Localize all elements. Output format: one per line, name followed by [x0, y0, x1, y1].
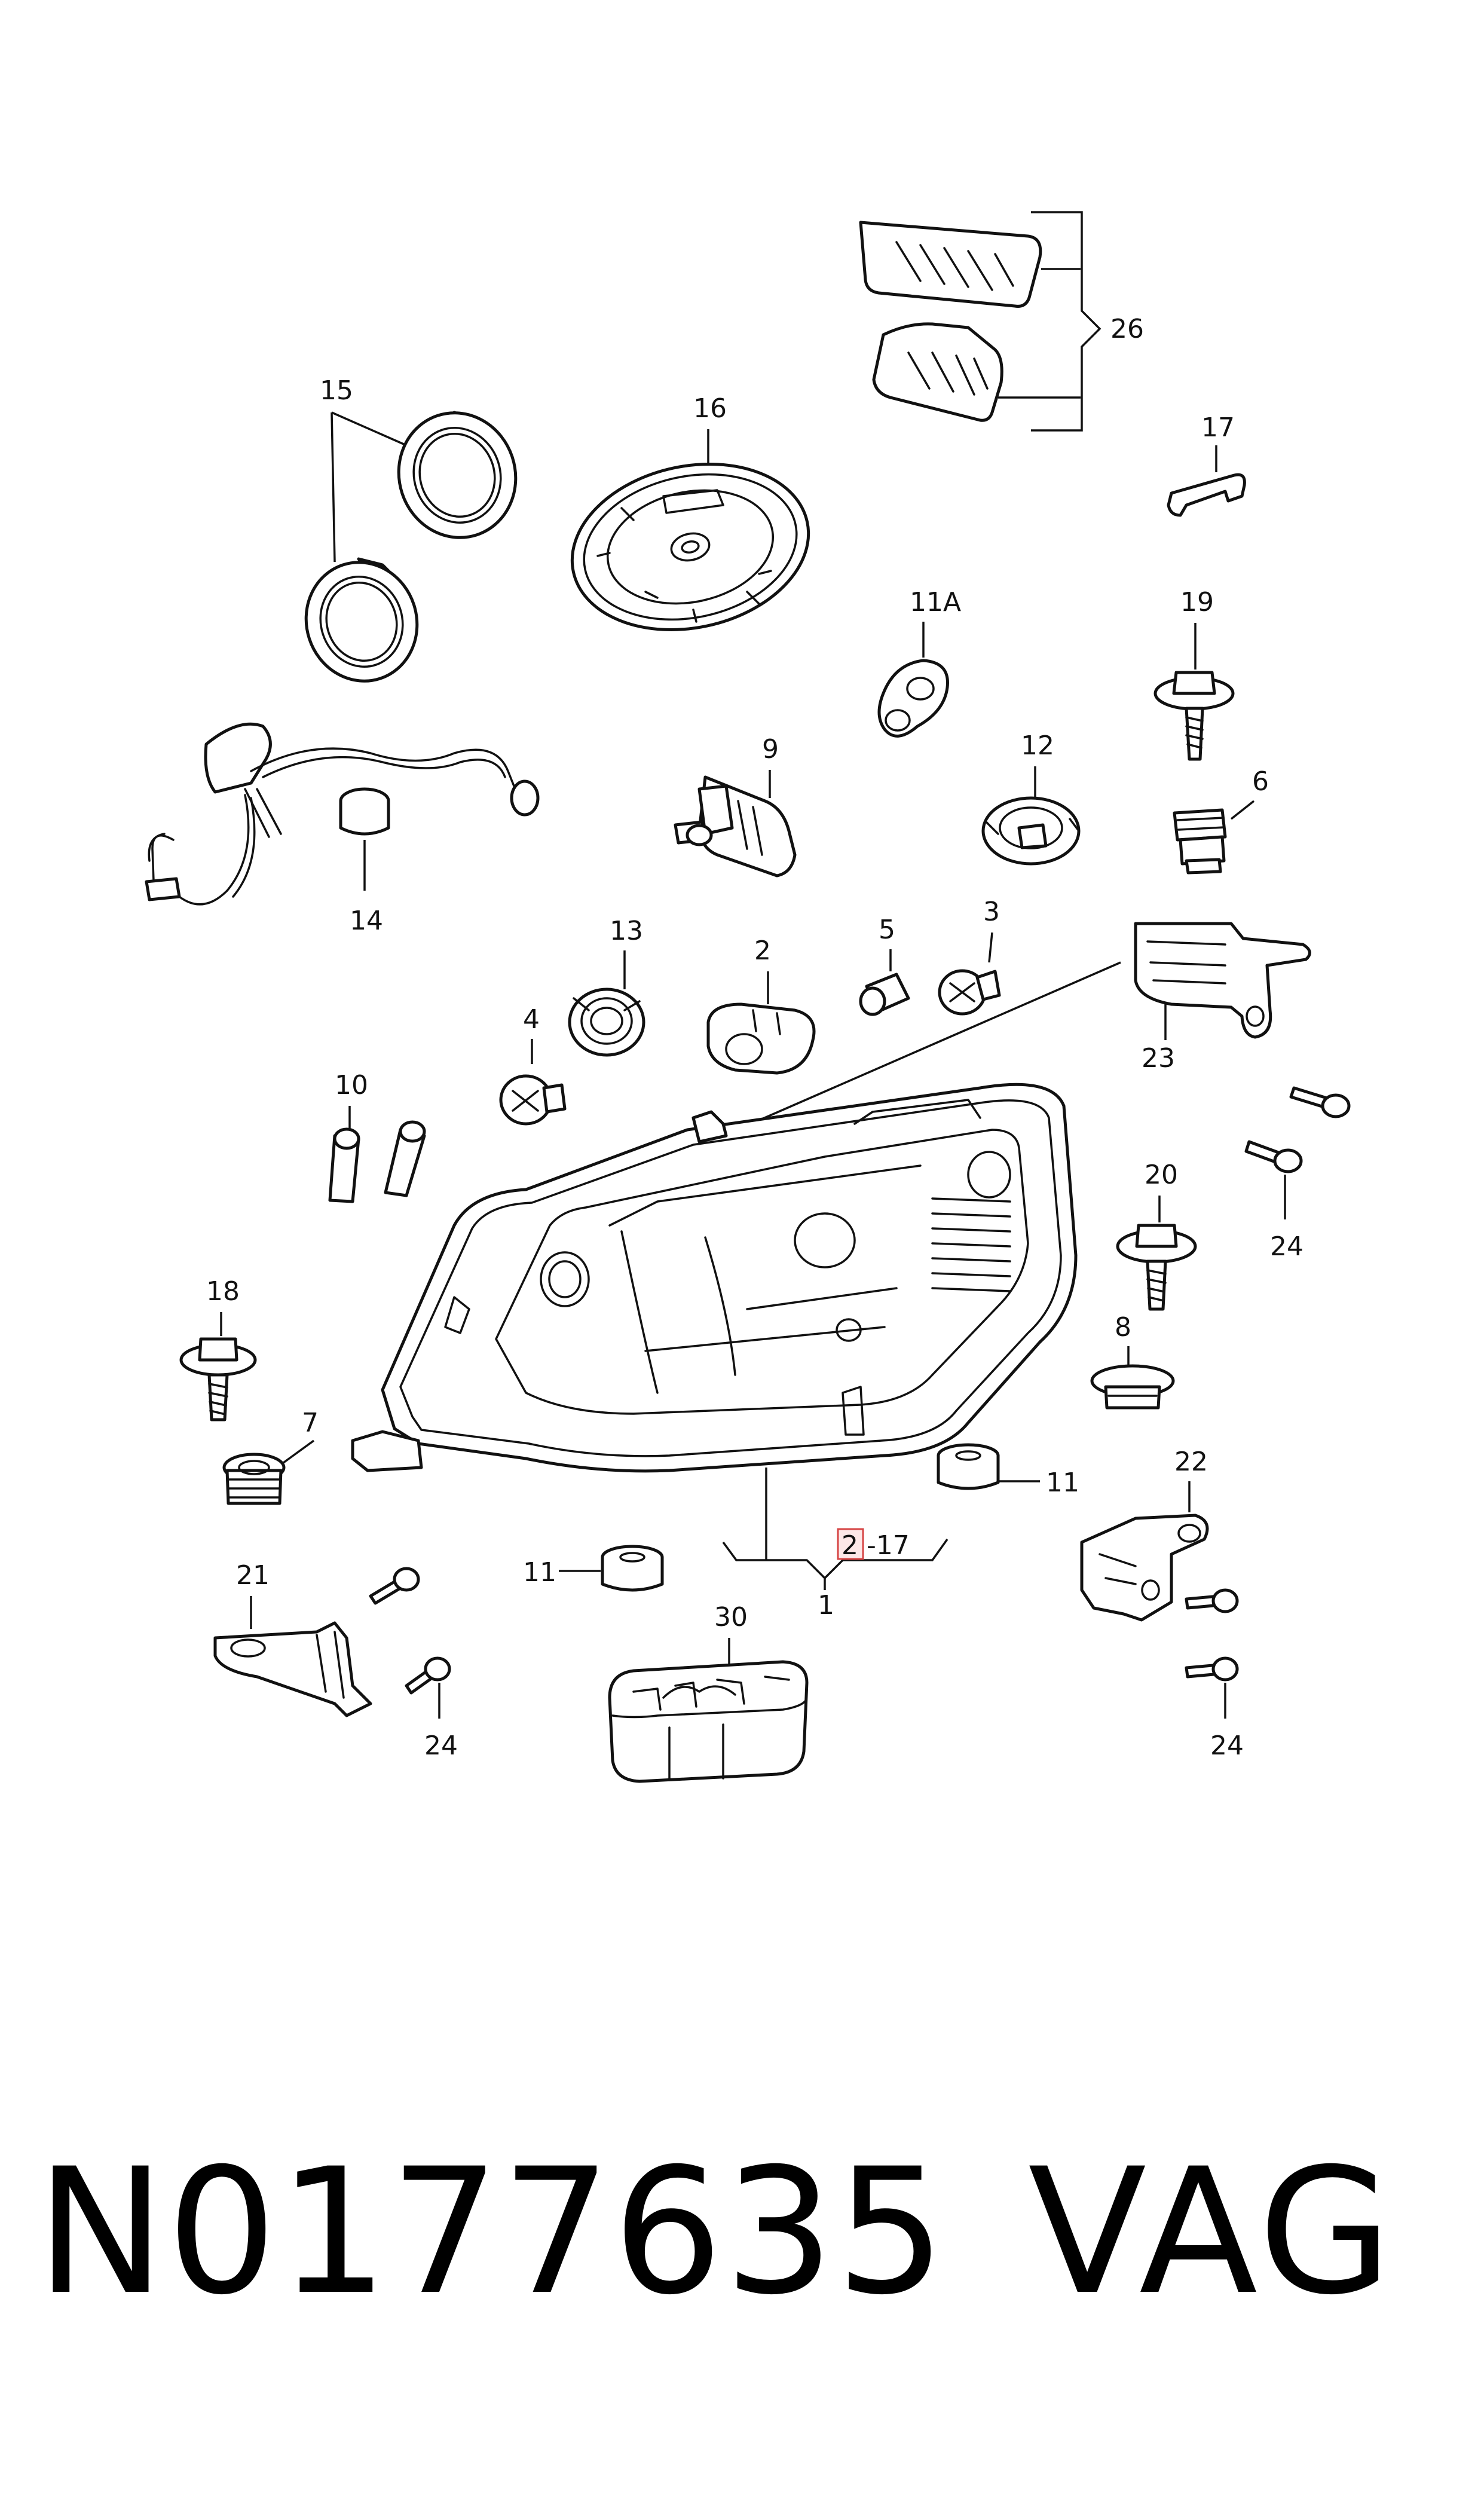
callout-9: 9	[762, 734, 779, 765]
callout-13: 13	[610, 916, 643, 946]
bracket-26	[998, 211, 1101, 432]
part-5-wedge-bulb[interactable]	[859, 973, 910, 1016]
part-23-bracket[interactable]	[1134, 922, 1311, 1039]
brand-label: VAG	[1028, 2132, 1396, 2333]
callout-26: 26	[1110, 314, 1144, 344]
part-19-bolt[interactable]	[1153, 671, 1235, 761]
callout-11A: 11A	[910, 587, 961, 617]
callout-11-left: 11	[523, 1557, 556, 1588]
callout-10: 10	[335, 1070, 368, 1100]
callout-19: 19	[1180, 587, 1214, 617]
part-24-screw-c[interactable]	[1185, 1588, 1239, 1613]
part-11-grommet-right[interactable]	[937, 1443, 1000, 1490]
part-8-nut[interactable]	[1090, 1364, 1175, 1410]
part-18-bolt[interactable]	[179, 1337, 257, 1421]
part-14-wiring-harness[interactable]	[145, 722, 540, 906]
part-24-screw-a[interactable]	[1289, 1086, 1351, 1118]
callout-20: 20	[1145, 1160, 1178, 1190]
callout-22: 22	[1174, 1447, 1208, 1477]
callout-17: 17	[1201, 412, 1235, 443]
callout-3: 3	[983, 897, 1000, 927]
callout-23: 23	[1142, 1043, 1175, 1074]
callout-5: 5	[879, 915, 895, 945]
part-13-bulb-socket[interactable]	[568, 988, 645, 1057]
callout-15: 15	[320, 375, 353, 406]
callout-24-right-bottom: 24	[1210, 1731, 1244, 1761]
part-11-grommet-left[interactable]	[601, 1545, 664, 1592]
callout-11-right: 11	[1046, 1468, 1079, 1498]
part-7-nut[interactable]	[222, 1453, 286, 1505]
part-4-bulb[interactable]	[499, 1074, 567, 1126]
callout-4: 4	[523, 1004, 540, 1035]
part-24-screw-d[interactable]	[1185, 1656, 1239, 1682]
part-20-bolt[interactable]	[1116, 1224, 1197, 1311]
part-24-screw-b[interactable]	[1244, 1140, 1303, 1173]
part-9-range-control-motor[interactable]	[674, 775, 797, 878]
callout-18: 18	[206, 1276, 240, 1307]
part-21-bracket[interactable]	[213, 1621, 372, 1717]
callout-8: 8	[1115, 1312, 1131, 1343]
callout-24-left: 24	[424, 1731, 458, 1761]
part-number: N0177635	[36, 2132, 947, 2333]
part-6-adjuster[interactable]	[1173, 808, 1227, 875]
callout-7: 7	[302, 1408, 319, 1438]
part-3-bulb[interactable]	[938, 969, 1001, 1016]
part-12-bulb-holder[interactable]	[981, 796, 1081, 866]
range-highlight-box	[837, 1528, 864, 1560]
part-24-screw-e[interactable]	[369, 1567, 420, 1605]
part-22-bracket[interactable]	[1080, 1514, 1209, 1622]
callout-1: 1	[818, 1590, 834, 1621]
part-30-repair-kit[interactable]	[608, 1660, 809, 1783]
part-1-headlamp[interactable]	[351, 1083, 1078, 1473]
callout-6: 6	[1252, 766, 1269, 797]
callout-30: 30	[714, 1602, 748, 1633]
part-17-clip[interactable]	[1167, 473, 1246, 517]
part-10-small-bulbs[interactable]	[328, 1120, 426, 1203]
part-26-lens-glasses[interactable]	[859, 221, 1042, 422]
part-24-screw-f[interactable]	[405, 1656, 451, 1695]
callout-12: 12	[1021, 730, 1054, 761]
callout-21: 21	[236, 1560, 270, 1591]
callout-range-end: -17	[867, 1530, 910, 1561]
part-14-relay[interactable]	[339, 787, 390, 836]
part-11A-grommet[interactable]	[877, 659, 949, 738]
callout-16: 16	[693, 393, 727, 424]
part-16-cover[interactable]	[556, 443, 824, 650]
callout-2: 2	[754, 936, 771, 966]
callout-range-start: 2	[842, 1530, 858, 1561]
part-15-gaskets[interactable]	[291, 398, 532, 695]
bracket-1	[722, 1468, 948, 1590]
part-2-bulb[interactable]	[706, 1002, 816, 1075]
callout-24-right-top: 24	[1270, 1231, 1304, 1262]
callout-14: 14	[350, 906, 383, 936]
